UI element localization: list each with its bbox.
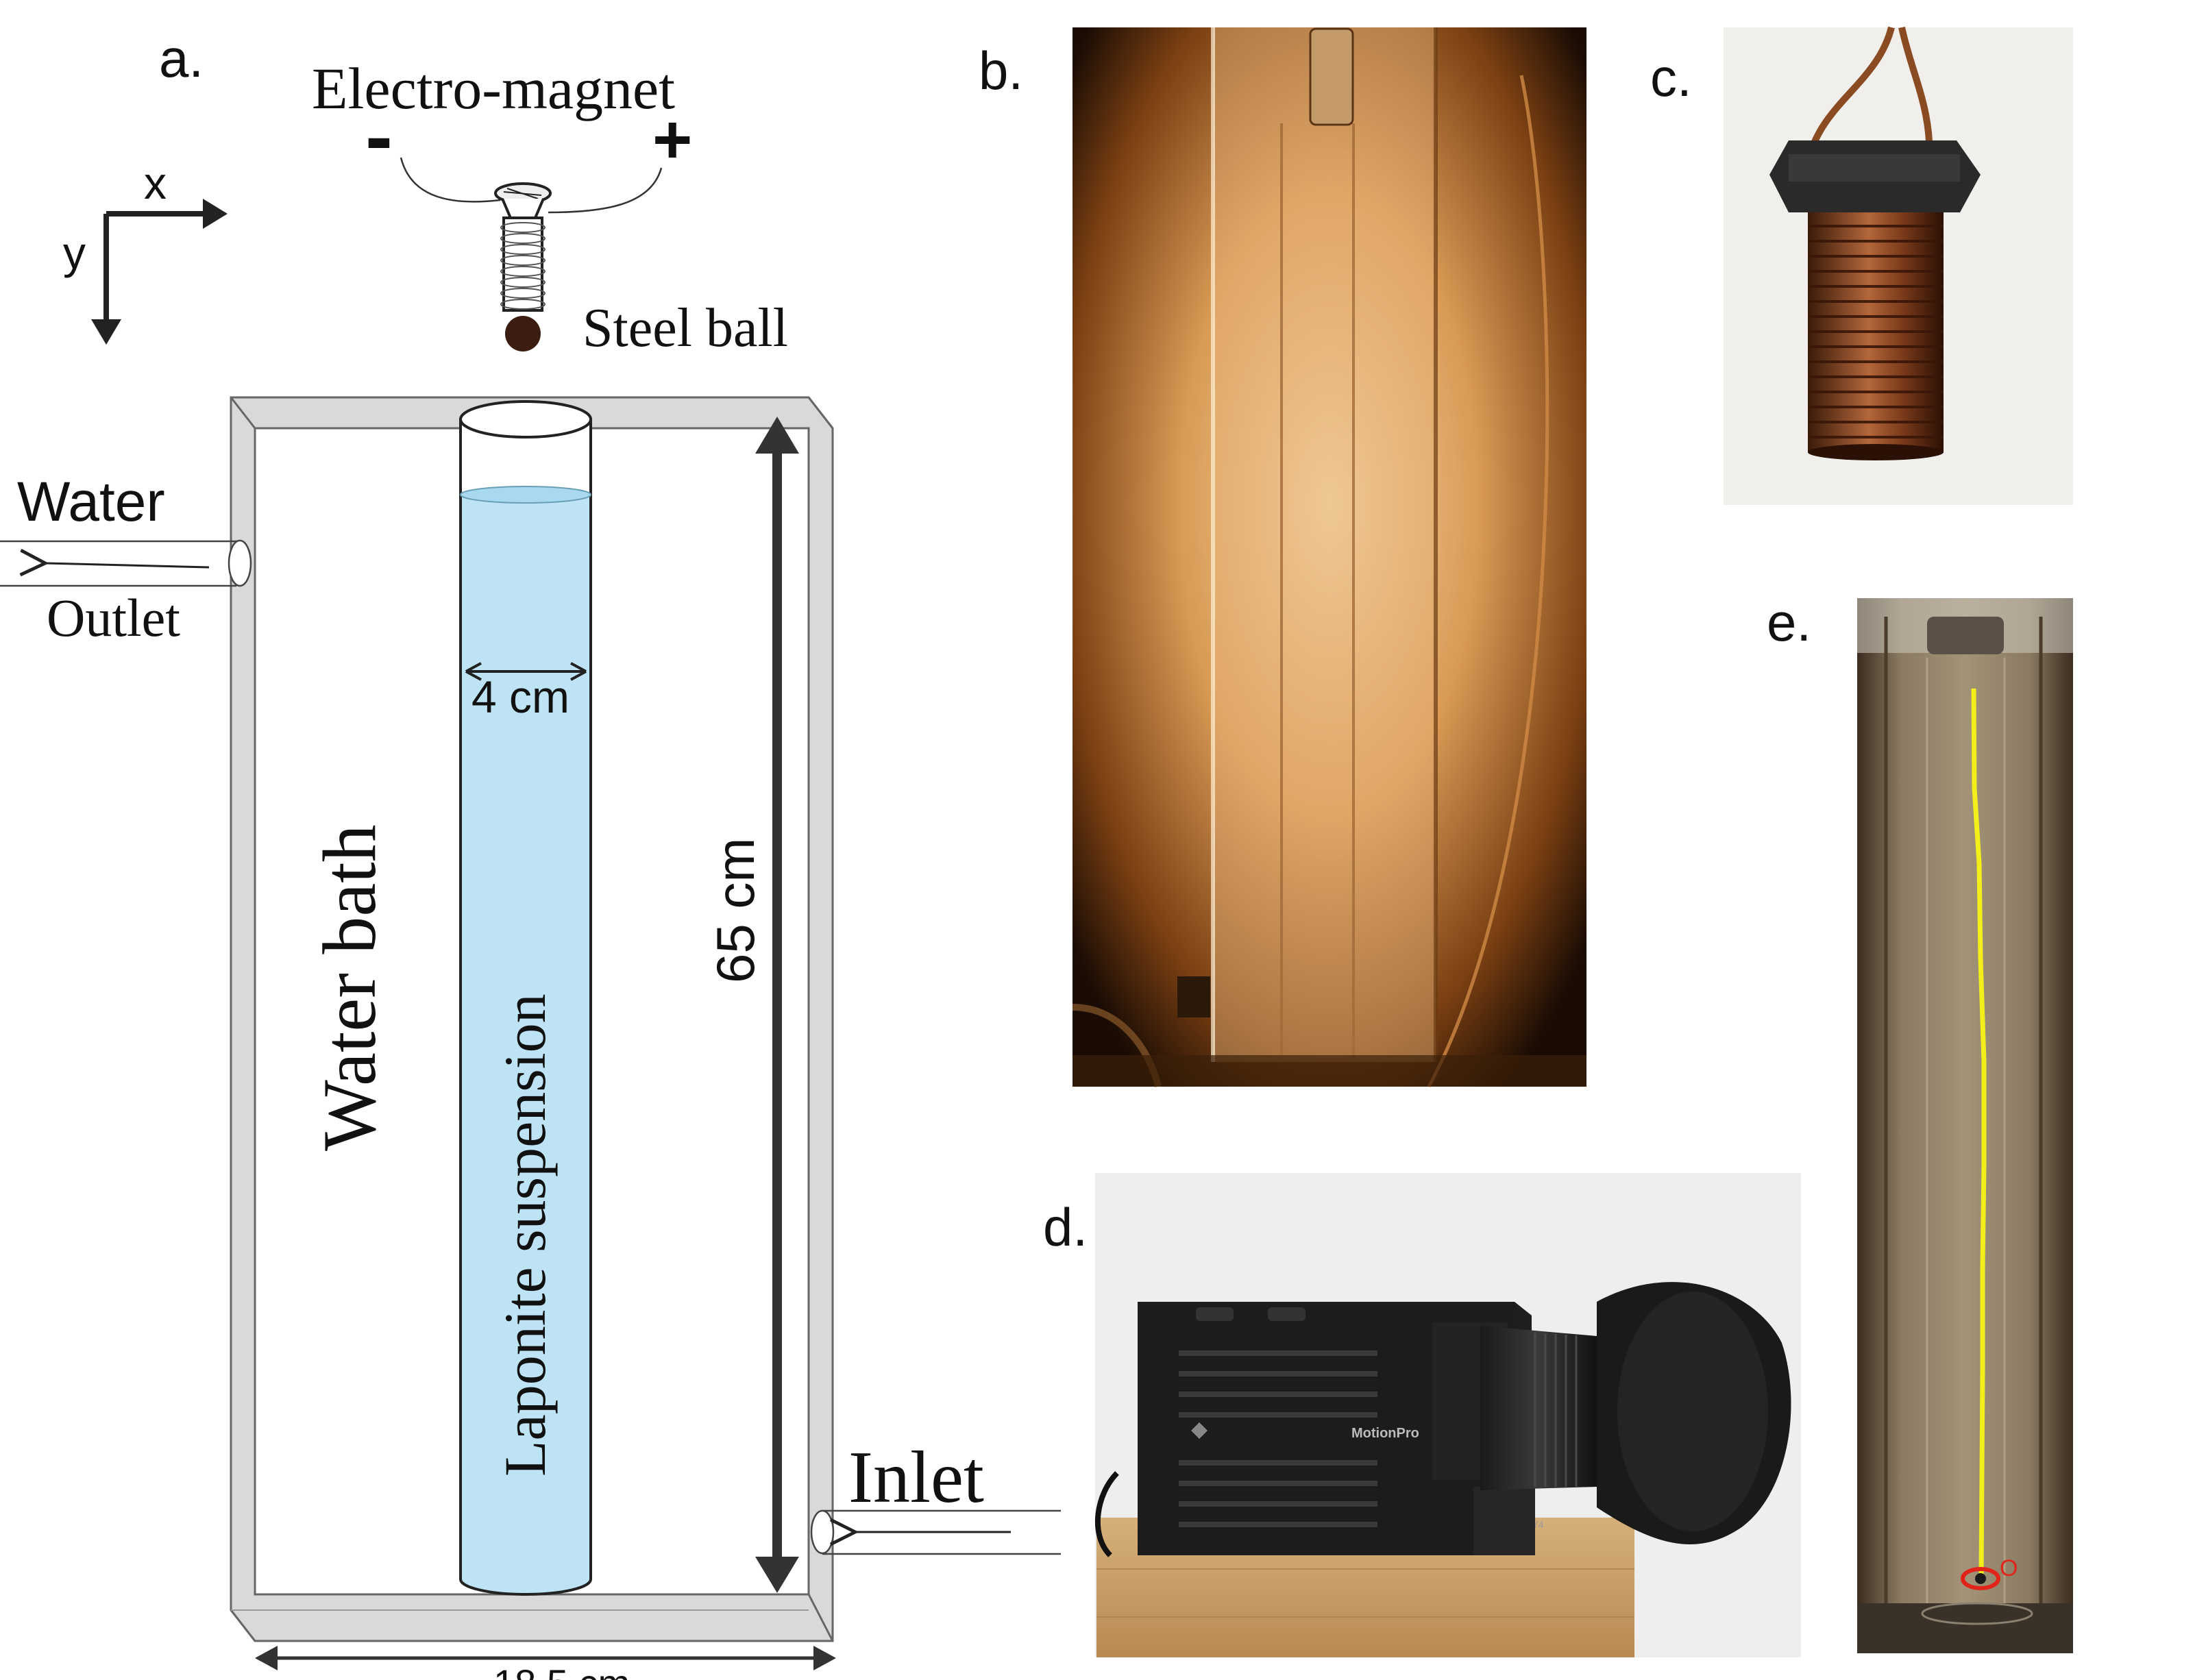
tube-width-dimension (465, 662, 587, 681)
ball-marker-icon (1961, 1567, 2000, 1590)
outlet-pipe (0, 539, 252, 587)
steel-ball-label: Steel ball (583, 298, 788, 358)
axes-indicator (103, 211, 214, 329)
panel-d-letter: d. (1043, 1197, 1088, 1257)
x-axis-label: x (144, 158, 167, 208)
coil-photo (1724, 26, 2073, 505)
panel-e: e. O (1767, 592, 2073, 1653)
camera-brand-label: MotionPro (1351, 1426, 1419, 1441)
ball-trajectory (1971, 688, 1987, 1577)
panel-c: c. (1650, 26, 2073, 505)
wire-right (548, 167, 663, 214)
minus-terminal: - (365, 90, 393, 182)
panel-a-letter: a. (159, 28, 204, 88)
y-axis-label: y (63, 227, 86, 278)
panel-a: a. x y Electro-magnet - + (0, 28, 1061, 1680)
electro-magnet-label: Electro-magnet (312, 55, 675, 121)
bath-width-dimension (255, 1646, 836, 1670)
trajectory-photo: O (1857, 598, 2073, 1653)
panel-d: d. MotionPro MotionPro Y4 (1043, 1173, 1801, 1657)
wire-left (400, 157, 501, 203)
inlet-label: Inlet (848, 1437, 984, 1518)
glowing-tube-photo (1072, 27, 1586, 1088)
outlet-label: Outlet (47, 588, 180, 647)
laponite-tube (459, 400, 592, 1596)
water-bath-label: Water bath (308, 824, 391, 1151)
height-label: 65 cm (705, 838, 765, 983)
inlet-pipe (810, 1509, 1061, 1555)
y-axis-arrowhead (91, 319, 121, 345)
suspension-label: Laponite suspension (492, 993, 558, 1477)
camera-photo: MotionPro MotionPro Y4 (1094, 1173, 1801, 1657)
panel-b: b. (979, 27, 1586, 1088)
panel-b-letter: b. (979, 40, 1023, 101)
tube-width-label: 4 cm (471, 671, 569, 722)
panel-c-letter: c. (1650, 47, 1692, 108)
bath-width-label: 18.5 cm (493, 1662, 630, 1680)
panel-e-letter: e. (1767, 592, 1811, 652)
origin-marker-label: O (2000, 1555, 2018, 1581)
water-label: Water (17, 471, 165, 533)
steel-ball-icon (505, 316, 541, 351)
plus-terminal: + (652, 101, 692, 178)
electromagnet-icon (494, 182, 552, 312)
x-axis-arrowhead (203, 199, 228, 229)
height-dimension (755, 417, 799, 1593)
